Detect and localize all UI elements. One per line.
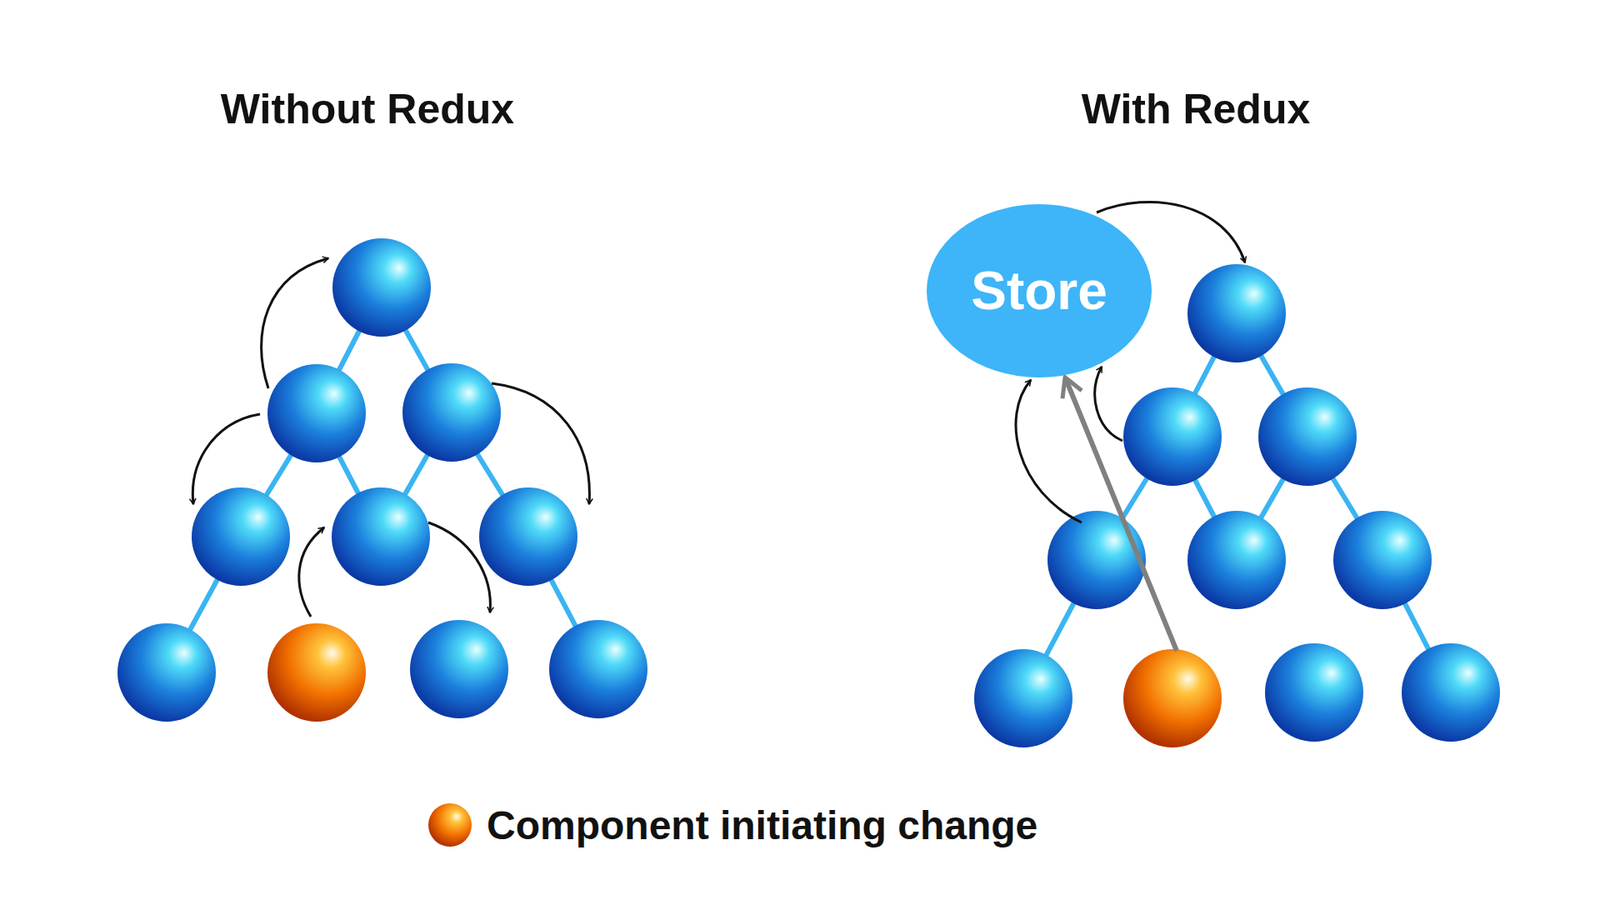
dispatch-arrow	[1065, 379, 1177, 651]
panel-heading: Without Redux	[220, 85, 515, 134]
node-label: Store	[970, 260, 1108, 322]
tree-links	[1023, 313, 1451, 699]
tree-links	[166, 287, 599, 673]
panel-heading: With Redux	[1081, 85, 1311, 134]
prop-arrows	[192, 258, 590, 617]
legend-text: Component initiating change	[486, 802, 1038, 849]
store-ellipse: Store	[926, 204, 1152, 378]
legend-sample	[428, 803, 472, 847]
component-spheres	[117, 238, 648, 722]
